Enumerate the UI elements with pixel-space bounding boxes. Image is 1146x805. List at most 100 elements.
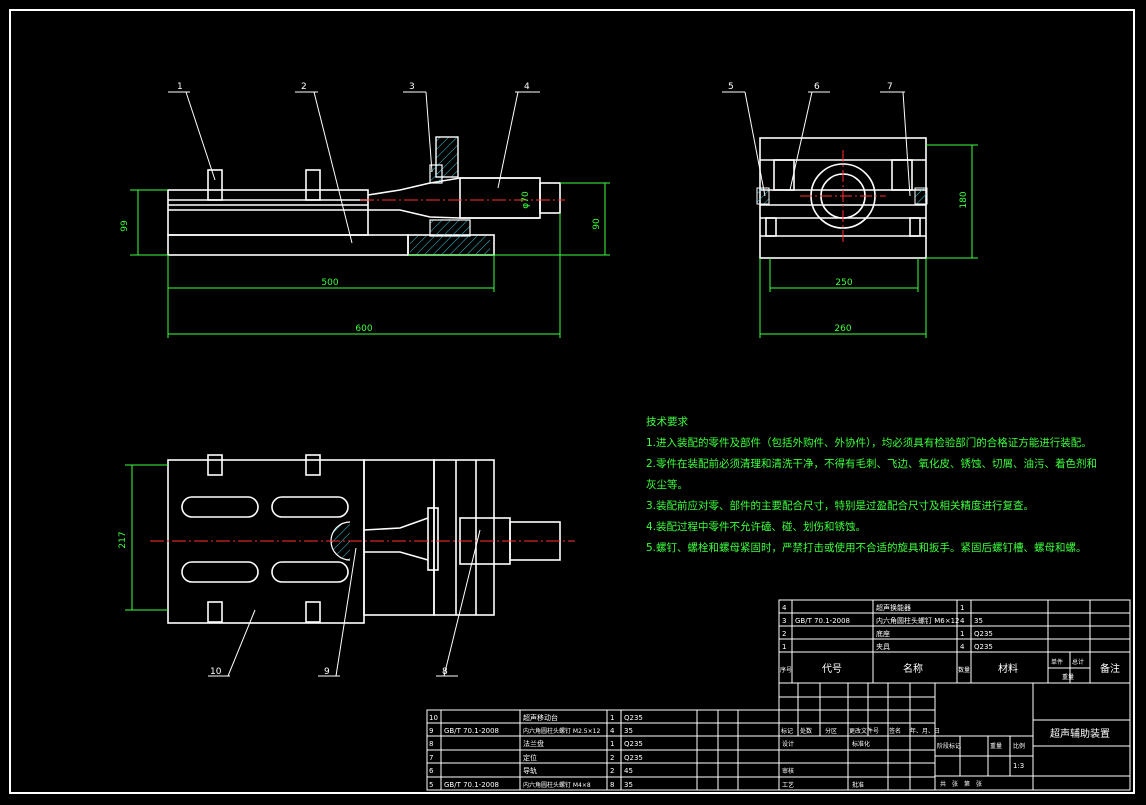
note-item: 1.进入装配的零件及部件（包括外购件、外协件），均必须具有检验部门的合格证方能进…: [646, 437, 1092, 449]
bom-header-weight: 重量: [1062, 673, 1074, 681]
bom-l-qty-5: 8: [610, 781, 614, 789]
tb-change-doc: 更改文件号: [849, 727, 879, 735]
bom-l-no-0: 10: [429, 714, 438, 722]
balloon-5: 5: [728, 82, 734, 92]
bom-header-no: 序号: [780, 666, 792, 674]
bom-l-mat-1: 35: [624, 727, 633, 735]
note-item: 灰尘等。: [646, 479, 688, 491]
balloon-9: 9: [324, 667, 330, 677]
bom-u-name-1: 内六角圆柱头螺钉 M6×12: [876, 616, 960, 625]
bom-u-name-0: 超声换能器: [876, 603, 911, 612]
bom-header-qty: 数量: [958, 666, 970, 674]
top-dimensions: [125, 464, 168, 611]
tb-standardize: 标准化: [852, 740, 870, 748]
bom-l-name-4: 导轨: [523, 766, 537, 775]
front-view: [167, 169, 561, 256]
bom-l-mat-2: Q235: [624, 740, 643, 748]
bom-u-name-3: 夹具: [876, 642, 890, 651]
bom-l-qty-0: 1: [610, 714, 614, 722]
dim-side-260: 260: [834, 324, 851, 334]
bom-l-qty-1: 4: [610, 727, 615, 735]
note-item: 4.装配过程中零件不允许磕、碰、划伤和锈蚀。: [646, 521, 867, 533]
dim-front-90: 90: [592, 218, 602, 230]
bom-upper-grid: [778, 599, 1131, 684]
tb-weight: 重量: [990, 742, 1002, 750]
bom-u-no-3: 1: [782, 643, 786, 651]
dim-side-180: 180: [959, 191, 969, 208]
bom-u-qty-1: 4: [960, 617, 965, 625]
bom-l-no-5: 5: [429, 781, 433, 789]
bom-u-mat-2: Q235: [974, 630, 993, 638]
balloon-10: 10: [210, 667, 222, 677]
bom-l-code-1: GB/T 70.1-2008: [444, 727, 499, 735]
bom-header-total: 总计: [1072, 658, 1084, 666]
dim-top-217: 217: [118, 531, 128, 548]
bom-u-qty-2: 1: [960, 630, 964, 638]
side-dimensions: [759, 144, 978, 338]
bom-u-mat-1: 35: [974, 617, 983, 625]
balloon-2: 2: [301, 82, 307, 92]
bom-u-no-0: 4: [782, 604, 787, 612]
bom-u-name-2: 底座: [876, 629, 890, 638]
tb-signature: 签名: [889, 727, 901, 735]
bom-l-code-5: GB/T 70.1-2008: [444, 781, 499, 789]
bom-u-qty-3: 4: [960, 643, 965, 651]
bom-l-mat-0: Q235: [624, 714, 643, 722]
bom-header-single: 单件: [1051, 658, 1063, 666]
bom-l-qty-3: 2: [610, 754, 614, 762]
bom-l-no-1: 9: [429, 727, 433, 735]
bom-header-material: 材料: [998, 662, 1018, 675]
dim-front-600: 600: [355, 324, 372, 334]
note-item: 5.螺钉、螺栓和螺母紧固时，严禁打击或使用不合适的旋具和扳手。紧固后螺钉槽、螺母…: [646, 542, 1087, 554]
tb-sheets: 共 张 第 张: [940, 780, 982, 788]
bom-u-code-1: GB/T 70.1-2008: [795, 617, 850, 625]
technical-requirements: 技术要求 1.进入装配的零件及部件（包括外购件、外协件），均必须具有检验部门的合…: [646, 412, 1098, 559]
bom-u-no-1: 3: [782, 617, 786, 625]
front-dimensions: [130, 182, 610, 338]
drawing-title: 超声辅助装置: [1050, 727, 1110, 740]
note-item: 3.装配前应对零、部件的主要配合尺寸，特别是过盈配合尺寸及相关精度进行复查。: [646, 500, 1035, 512]
bom-l-qty-2: 1: [610, 740, 614, 748]
tb-marks: 标记: [781, 727, 793, 735]
tb-zone: 分区: [825, 727, 837, 735]
dim-front-diameter: φ70: [521, 191, 531, 209]
balloon-8: 8: [442, 667, 448, 677]
bom-l-name-1: 内六角圆柱头螺钉 M2.5×12: [523, 727, 600, 735]
tb-date: 年、月、日: [910, 727, 940, 735]
tb-designer: 设计: [782, 740, 794, 748]
tb-scale-value: 1:3: [1013, 762, 1024, 770]
bom-l-no-4: 6: [429, 767, 434, 775]
bom-header-code: 代号: [822, 663, 842, 675]
drawing-border: [9, 9, 1135, 794]
balloon-1: 1: [177, 82, 183, 92]
dim-side-250: 250: [835, 278, 852, 288]
bom-l-qty-4: 2: [610, 767, 614, 775]
bom-l-mat-4: 45: [624, 767, 633, 775]
dim-front-500: 500: [321, 278, 338, 288]
title-block-grid: [778, 682, 1131, 791]
bom-header-name: 名称: [903, 662, 923, 675]
bom-l-name-3: 定位: [523, 753, 537, 762]
balloon-7: 7: [887, 82, 893, 92]
tb-approve: 批准: [852, 781, 864, 789]
notes-heading: 技术要求: [646, 416, 688, 428]
leader-lines: [168, 91, 911, 677]
bom-u-mat-3: Q235: [974, 643, 993, 651]
top-view: [167, 454, 561, 624]
bom-u-no-2: 2: [782, 630, 786, 638]
bom-u-qty-0: 1: [960, 604, 964, 612]
tb-review: 审核: [782, 767, 794, 775]
bom-l-mat-5: 35: [624, 781, 633, 789]
bom-l-name-2: 法兰盘: [523, 739, 544, 748]
bom-l-no-3: 7: [429, 754, 433, 762]
note-item: 2.零件在装配前必须清理和清洗干净，不得有毛刺、飞边、氧化皮、锈蚀、切屑、油污、…: [646, 458, 1098, 470]
tb-process: 工艺: [782, 781, 794, 789]
tb-scale-label: 比例: [1013, 742, 1025, 750]
balloon-4: 4: [524, 82, 530, 92]
bom-l-name-5: 内六角圆柱头螺钉 M4×8: [523, 781, 591, 789]
bom-lower-grid: [426, 709, 780, 791]
bom-l-name-0: 超声移动台: [523, 713, 558, 722]
balloon-3: 3: [409, 82, 415, 92]
tb-stage-mark: 阶段标记: [937, 742, 961, 750]
tb-count: 处数: [800, 727, 812, 735]
